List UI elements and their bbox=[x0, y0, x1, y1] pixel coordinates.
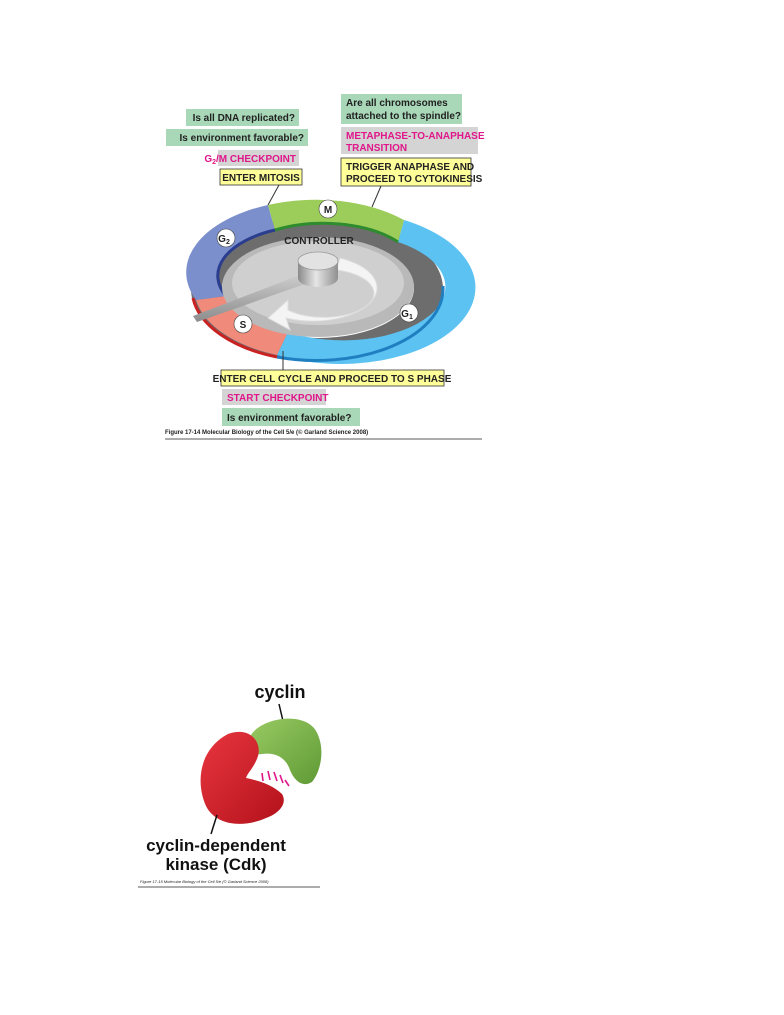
metaphase-line2: TRANSITION bbox=[346, 143, 407, 154]
chromosomes-line1: Are all chromosomes bbox=[346, 98, 448, 109]
svg-text:M: M bbox=[324, 205, 332, 216]
m-inner-rim bbox=[274, 221, 399, 244]
metaphase-line1: METAPHASE-TO-ANAPHASE bbox=[346, 131, 485, 142]
g2-segment bbox=[186, 205, 275, 300]
g2m-checkpoint-box bbox=[218, 150, 299, 166]
svg-text:G2: G2 bbox=[218, 234, 230, 246]
metaphase-checkpoint-box bbox=[341, 127, 478, 154]
cell-cycle-figure: M G2 G1 S CONTROLLER Is all DNA replicat… bbox=[165, 94, 485, 440]
figure1-caption: Figure 17-14 Molecular Biology of the Ce… bbox=[165, 429, 368, 436]
trigger-anaphase-line2: PROCEED TO CYTOKINESIS bbox=[346, 174, 483, 185]
cyclin-shape bbox=[246, 718, 322, 785]
env-favorable-g2-box bbox=[166, 129, 308, 146]
start-checkpoint-text: START CHECKPOINT bbox=[227, 393, 328, 404]
chromosomes-line2: attached to the spindle? bbox=[346, 111, 461, 122]
g1-phase-marker: G1 bbox=[399, 303, 419, 323]
cdk-pointer bbox=[210, 814, 218, 835]
m-phase-marker: M bbox=[318, 199, 338, 219]
enter-mitosis-box bbox=[219, 168, 303, 186]
svg-text:G1: G1 bbox=[401, 309, 413, 321]
controller-arm bbox=[193, 268, 322, 322]
s-phase-marker: S bbox=[233, 314, 253, 334]
chromosomes-box bbox=[341, 94, 462, 124]
cyclin-label: cyclin bbox=[254, 682, 305, 702]
g2m-label-group: Is all DNA replicated? Is environment fa… bbox=[166, 109, 308, 206]
start-label-group: ENTER CELL CYCLE AND PROCEED TO S PHASE … bbox=[213, 351, 452, 426]
env-favorable-start-box bbox=[222, 408, 360, 426]
controller-cylinder-top bbox=[297, 251, 339, 271]
trigger-anaphase-line1: TRIGGER ANAPHASE AND bbox=[346, 162, 474, 173]
cdk-label-line2: kinase (Cdk) bbox=[165, 855, 266, 874]
cdk-label-line1: cyclin-dependent bbox=[146, 836, 286, 855]
rotation-arrow bbox=[267, 257, 378, 332]
enter-cycle-text: ENTER CELL CYCLE AND PROCEED TO S PHASE bbox=[213, 374, 452, 385]
g1-segment bbox=[277, 220, 476, 364]
cell-cycle-ring: M G2 G1 S CONTROLLER bbox=[186, 199, 476, 364]
enter-mitosis-text: ENTER MITOSIS bbox=[222, 173, 300, 184]
trigger-anaphase-box bbox=[340, 157, 472, 187]
cyclin-cdk-figure: cyclin cyclin-dependent kinase (Cdk) Fig… bbox=[138, 682, 322, 888]
svg-text:S: S bbox=[240, 320, 247, 331]
g1-outer-rim bbox=[276, 285, 445, 362]
controller-label: CONTROLLER bbox=[284, 236, 354, 247]
start-checkpoint-box bbox=[222, 389, 326, 405]
g2-phase-marker: G2 bbox=[216, 228, 236, 248]
cyclin-pointer bbox=[278, 703, 284, 722]
g2m-checkpoint-text: G2/M CHECKPOINT bbox=[204, 154, 296, 166]
dna-replicated-box bbox=[186, 109, 299, 126]
g2-inner-rim bbox=[216, 228, 276, 297]
enter-mitosis-pointer bbox=[267, 184, 280, 206]
enter-cycle-box bbox=[220, 369, 445, 387]
env-favorable-g2-text: Is environment favorable? bbox=[180, 133, 304, 144]
metaphase-label-group: Are all chromosomes attached to the spin… bbox=[340, 94, 485, 208]
m-segment bbox=[268, 199, 404, 242]
contact-marks bbox=[261, 770, 290, 787]
env-favorable-start-text: Is environment favorable? bbox=[227, 413, 351, 424]
cdk-shape bbox=[200, 731, 284, 824]
s-outer-rim bbox=[191, 297, 278, 359]
trigger-anaphase-pointer bbox=[371, 185, 382, 208]
dna-replicated-text: Is all DNA replicated? bbox=[193, 113, 295, 124]
figure2-caption: Figure 17-15 Molecular Biology of the Ce… bbox=[140, 879, 269, 884]
